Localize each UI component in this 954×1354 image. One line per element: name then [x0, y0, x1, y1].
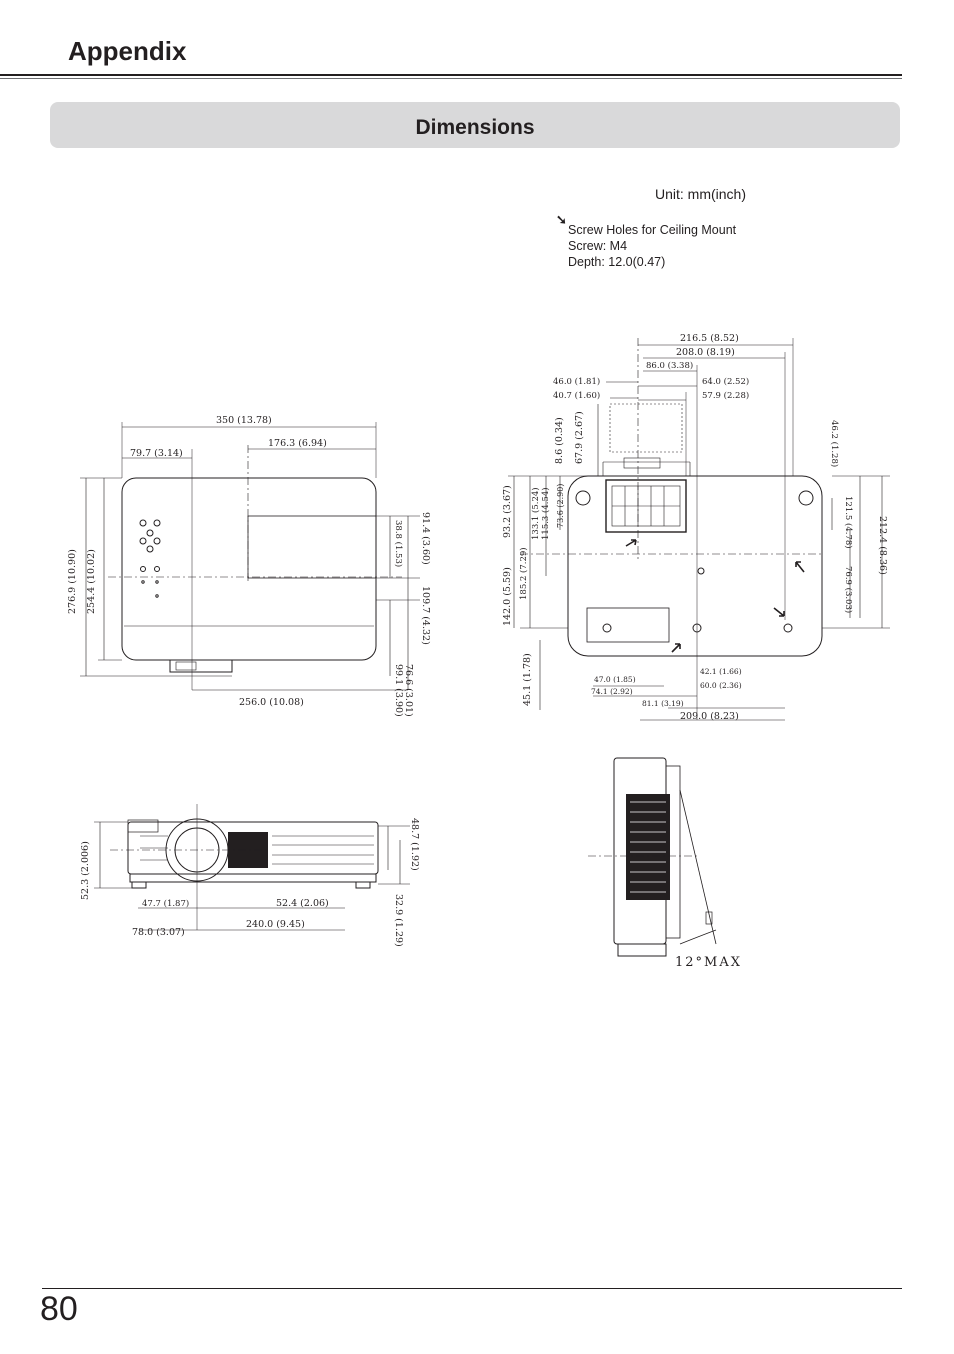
- footer-rule: [42, 1288, 902, 1289]
- side-view-drawing: [588, 757, 717, 957]
- dim-label: 93.2 (3.67): [502, 485, 513, 538]
- dim-label: 76.9 (3.03): [843, 566, 854, 613]
- top-view-drawing: [80, 422, 420, 691]
- dim-label: 81.1 (3.19): [642, 699, 684, 708]
- dim-label: 8.6 (0.34): [554, 417, 565, 464]
- dim-label: 209.0 (8.23): [680, 711, 739, 722]
- note-line: Depth: 12.0(0.47): [568, 255, 666, 269]
- dim-label: 276.9 (10.90): [67, 549, 78, 614]
- dim-label: 212.4 (8.36): [877, 516, 888, 575]
- section-banner: Dimensions: [50, 102, 900, 148]
- dim-label: 73.6 (2.90): [556, 484, 565, 528]
- front-view-drawing: [94, 804, 410, 931]
- dim-label: 99.1 (3.90): [393, 664, 404, 717]
- dim-label: 78.0 (3.07): [132, 927, 185, 938]
- dim-label: 38.8 (1.53): [393, 520, 404, 567]
- page-title: Appendix: [68, 36, 187, 66]
- dim-label: 240.0 (9.45): [246, 919, 305, 930]
- note-line: Screw Holes for Ceiling Mount: [568, 223, 737, 237]
- header-rule: [0, 74, 902, 76]
- section-title: Dimensions: [415, 116, 535, 139]
- dim-label: 46.2 (1.28): [829, 420, 840, 467]
- dim-label: 216.5 (8.52): [680, 333, 739, 344]
- note-arrow-icon: ➘: [556, 212, 567, 227]
- dim-label: 45.1 (1.78): [522, 653, 533, 706]
- dim-label: 350 (13.78): [216, 415, 272, 426]
- dim-label: 64.0 (2.52): [702, 376, 749, 387]
- dim-label: 48.7 (1.92): [409, 818, 420, 871]
- page-number: 80: [40, 1290, 78, 1328]
- header-rule-thin: [0, 78, 902, 79]
- dim-label: 40.7 (1.60): [553, 390, 600, 401]
- dim-label: 46.0 (1.81): [553, 376, 600, 387]
- dim-label: 52.3 (2.006): [80, 841, 91, 900]
- bottom-view-drawing: [508, 338, 890, 721]
- dim-label: 185.2 (7.29): [518, 547, 529, 600]
- dim-label: 176.3 (6.94): [268, 438, 327, 449]
- dim-label: 254.4 (10.02): [86, 549, 97, 614]
- dim-label: 142.0 (5.59): [502, 567, 513, 626]
- note-line: Screw: M4: [568, 239, 628, 253]
- dim-label: 57.9 (2.28): [702, 390, 749, 401]
- unit-label: Unit: mm(inch): [655, 186, 747, 202]
- dimension-labels: 350 (13.78) 79.7 (3.14) 176.3 (6.94) 256…: [67, 333, 888, 947]
- dim-label: 133.1 (5.24): [530, 487, 541, 540]
- dim-label: 32.9 (1.29): [393, 894, 404, 947]
- dim-label: 67.9 (2.67): [574, 411, 585, 464]
- dim-label: 47.7 (1.87): [142, 898, 189, 909]
- dim-label: 76.6 (3.01): [403, 664, 414, 717]
- dim-label: 79.7 (3.14): [130, 448, 183, 459]
- dim-label: 121.5 (4.78): [843, 496, 854, 549]
- dim-label: 42.1 (1.66): [700, 667, 742, 676]
- dim-label: 208.0 (8.19): [676, 347, 735, 358]
- dim-label: 86.0 (3.38): [646, 360, 693, 371]
- dim-label: 109.7 (4.32): [420, 586, 431, 645]
- tilt-label: 12°MAX: [675, 955, 742, 970]
- dim-label: 47.0 (1.85): [594, 675, 636, 684]
- dim-label: 74.1 (2.92): [591, 687, 633, 696]
- dim-label: 115.3 (4.54): [540, 487, 551, 540]
- dim-label: 256.0 (10.08): [239, 697, 304, 708]
- dim-label: 91.4 (3.60): [420, 512, 431, 565]
- dim-label: 52.4 (2.06): [276, 898, 329, 909]
- dim-label: 60.0 (2.36): [700, 681, 742, 690]
- ceiling-mount-notes: Screw Holes for Ceiling Mount Screw: M4 …: [568, 222, 736, 270]
